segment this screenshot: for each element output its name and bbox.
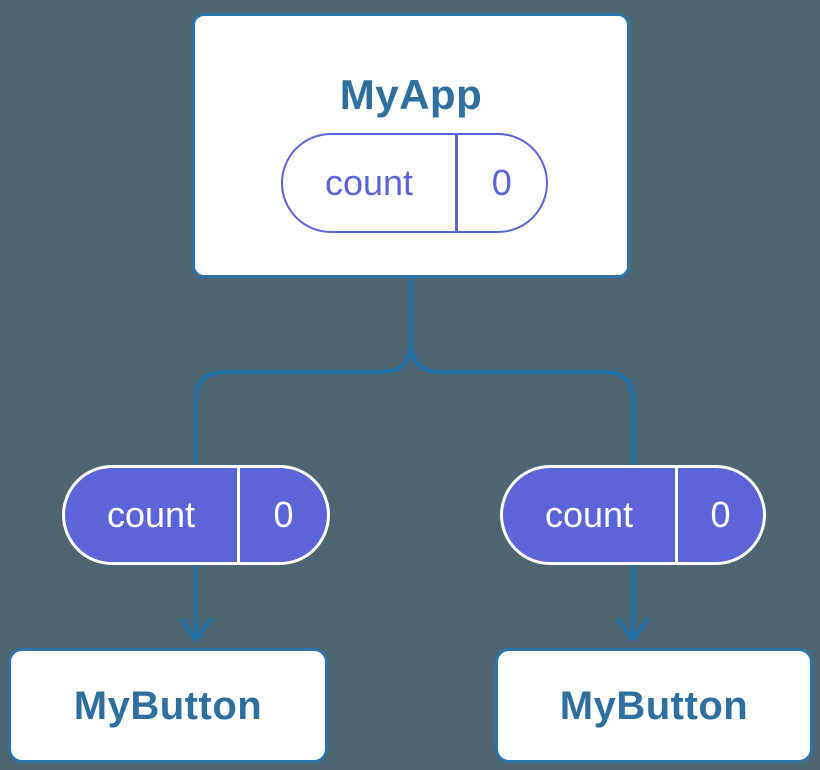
prop-pill-label: count	[106, 494, 196, 535]
node-mybutton-left: MyButton	[8, 648, 328, 763]
connector-branch-left	[194, 277, 413, 637]
state-pill-value: 0	[491, 162, 512, 203]
node-mybutton-right: MyButton	[495, 648, 813, 763]
node-title: MyApp	[339, 71, 483, 118]
node-title: MyButton	[559, 683, 749, 728]
prop-pill-right: count 0	[500, 465, 766, 565]
node-myapp: MyApp count 0	[192, 13, 630, 278]
connector-branch-right	[409, 277, 635, 637]
prop-pill-left: count 0	[62, 465, 330, 565]
node-title: MyButton	[73, 683, 263, 728]
arrowhead-right-icon	[617, 618, 649, 642]
state-pill: count 0	[281, 133, 548, 233]
state-pill-label: count	[324, 162, 414, 203]
prop-pill-value: 0	[273, 494, 294, 535]
pill-divider	[455, 135, 458, 231]
arrowhead-left-icon	[180, 618, 212, 642]
pill-divider	[237, 468, 240, 562]
prop-pill-value: 0	[710, 494, 731, 535]
pill-divider	[675, 468, 678, 562]
prop-pill-label: count	[544, 494, 634, 535]
